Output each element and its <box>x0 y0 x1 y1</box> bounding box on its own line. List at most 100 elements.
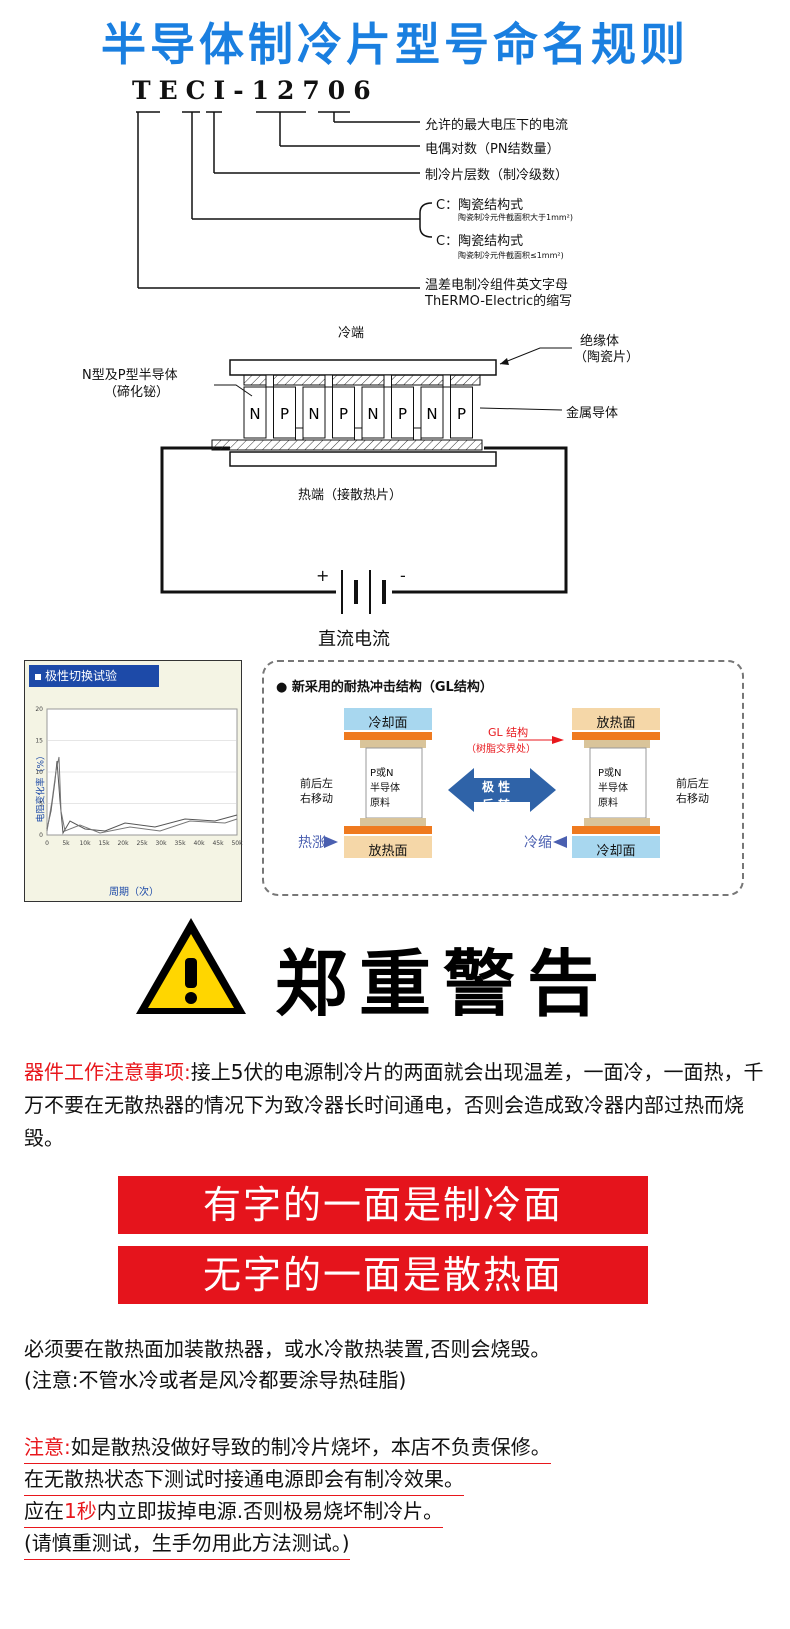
bullet-icon <box>35 673 41 680</box>
y-tick-label: 20 <box>35 706 43 713</box>
naming-layers: 制冷片层数（制冷级数） <box>425 168 569 183</box>
notice-text: 接上5伏的电源制冷片的两面就会出现温差，一面冷，一面热，千万不要在无散热器的情况… <box>24 1060 764 1150</box>
metal-bridge <box>442 374 451 388</box>
naming-ceramic-1-sub: 陶瓷制冷元件截面积大于1mm²) <box>458 213 574 222</box>
naming-pairs: 电偶对数（PN结数量） <box>425 142 560 157</box>
semiconductor-cell-label: N <box>308 405 319 423</box>
metal-bridge <box>295 427 304 441</box>
negative-sign: - <box>400 566 406 585</box>
gl-label: GL 结构 <box>488 726 529 739</box>
heatsink-requirement: 必须要在散热面加装散热器，或水冷散热装置,否则会烧毁。 <box>24 1337 551 1361</box>
shrink-arrow-icon <box>553 836 567 848</box>
caution-note: (请慎重测试，生手勿用此方法测试。) <box>24 1528 350 1560</box>
x-tick-label: 20k <box>117 840 129 847</box>
gl-sub-label: （树脂交界处） <box>466 744 536 755</box>
polarity-xlabel: 周期（次） <box>109 887 159 898</box>
semiconductor-cell <box>243 386 267 439</box>
warning-icon <box>136 918 246 1014</box>
expand-label: 热涨 <box>298 835 326 851</box>
y-tick-label: 15 <box>35 738 43 745</box>
test-note: 在无散热状态下测试时接通电源即会有制冷效果。 <box>24 1464 464 1496</box>
naming-bracket-lines <box>136 111 433 289</box>
warranty-note: 注意:如是散热没做好导致的制冷片烧坏，本店不负责保修。 <box>24 1432 551 1464</box>
heat-side-banner: 无字的一面是散热面 <box>118 1246 648 1304</box>
naming-tec-abbrev: ThERMO-Electric的缩写 <box>425 294 573 309</box>
x-tick-label: 30k <box>155 840 167 847</box>
semiconductor-cell-label: P <box>280 405 289 423</box>
metal-bridge <box>413 427 422 441</box>
x-tick-label: 0 <box>45 840 49 847</box>
gl-pointer-icon <box>552 736 564 744</box>
naming-ceramic-2-sub: 陶瓷制冷元件截面积≤1mm²) <box>458 251 564 260</box>
notice-label: 器件工作注意事项: <box>24 1060 191 1084</box>
semiconductor-label: N型及P型半导体 <box>82 368 178 383</box>
semiconductor-cell <box>302 386 326 439</box>
y-tick-label: 5 <box>39 801 43 808</box>
semiconductor-cell <box>273 386 296 439</box>
naming-tec-meaning: 温差电制冷组件英文字母 <box>425 278 569 293</box>
semiconductor-cell-label: P <box>457 405 466 423</box>
polarity-reverse-line2: 反 转 <box>482 798 511 812</box>
thermal-paste-note: (注意:不管水冷或者是风冷都要涂导热硅脂) <box>24 1368 407 1392</box>
polarity-plot: 20 15 10 5 00 5k 10k 15k 20k 25k 30k 35k 40k 45k 50k <box>35 706 243 847</box>
x-tick-label: 25k <box>136 840 148 847</box>
attention-label: 注意: <box>24 1435 71 1459</box>
semiconductor-cell-label: N <box>426 405 437 423</box>
notice-paragraph: 器件工作注意事项:接上5伏的电源制冷片的两面就会出现温差，一面冷，一面热，千万不… <box>24 1056 764 1155</box>
bullet-icon: ● <box>276 680 292 695</box>
y-tick-label: 10 <box>35 769 43 776</box>
metal-bridge <box>383 374 392 388</box>
insulator-sub-label: （陶瓷片） <box>574 350 640 365</box>
metal-bridge <box>265 374 274 388</box>
x-tick-label: 10k <box>79 840 91 847</box>
semiconductor-cell <box>391 386 414 439</box>
gl-header: ● 新采用的耐热冲击结构（GL结构） <box>276 680 493 695</box>
metal-bridge <box>354 427 363 441</box>
x-tick-label: 40k <box>193 840 205 847</box>
insulator-label: 绝缘体 <box>580 334 620 349</box>
naming-ceramic-1: C：陶瓷结构式 <box>436 198 524 213</box>
semiconductor-cell-label: N <box>367 405 378 423</box>
semiconductor-cell-label: N <box>249 405 260 423</box>
polarity-test-header: 极性切换试验 <box>29 665 159 687</box>
gl-left-side: 前后左右移动 <box>300 777 333 805</box>
hot-end-label: 热端（接散热片） <box>298 488 403 503</box>
dc-current-label: 直流电流 <box>318 629 390 650</box>
polarity-reverse-line1: 极 性 <box>482 780 511 794</box>
metal-bridge <box>324 374 333 388</box>
gl-right-bottom-label: 冷却面 <box>596 844 636 859</box>
semiconductor-cell-label: P <box>339 405 348 423</box>
semiconductor-sub-label: （碲化铋） <box>104 385 170 400</box>
gl-right-top-label: 放热面 <box>596 716 636 731</box>
gl-diagram <box>324 708 660 858</box>
expand-arrow-icon <box>324 836 338 848</box>
gl-left-top-label: 冷却面 <box>368 716 408 731</box>
cold-end-label: 冷端 <box>338 326 365 341</box>
metal-conductor-label: 金属导体 <box>566 406 619 421</box>
polarity-reverse-arrow-icon <box>448 768 556 812</box>
warning-title: 郑重警告 <box>275 942 612 1026</box>
naming-current: 允许的最大电压下的电流 <box>425 118 569 133</box>
semiconductor-cell-label: P <box>398 405 407 423</box>
semiconductor-cell <box>420 386 444 439</box>
shrink-label: 冷缩 <box>524 835 552 851</box>
x-tick-label: 45k <box>212 840 224 847</box>
page-title: 半导体制冷片型号命名规则 <box>100 18 689 71</box>
naming-ceramic-2: C：陶瓷结构式 <box>436 234 524 249</box>
x-tick-label: 5k <box>62 840 70 847</box>
unplug-note: 应在1秒内立即拔掉电源.否则极易烧坏制冷片。 <box>24 1496 444 1528</box>
positive-sign: + <box>316 566 330 585</box>
x-tick-label: 35k <box>174 840 186 847</box>
x-tick-label: 15k <box>98 840 110 847</box>
x-tick-label: 50k <box>231 840 243 847</box>
cooling-side-banner: 有字的一面是制冷面 <box>118 1176 648 1234</box>
gl-left-bottom-label: 放热面 <box>368 844 408 859</box>
model-number: TECI-12706 <box>132 76 379 105</box>
y-tick-label: 0 <box>39 832 43 839</box>
gl-structure-panel: ● 新采用的耐热冲击结构（GL结构） <box>262 660 744 896</box>
semiconductor-cell <box>332 386 355 439</box>
